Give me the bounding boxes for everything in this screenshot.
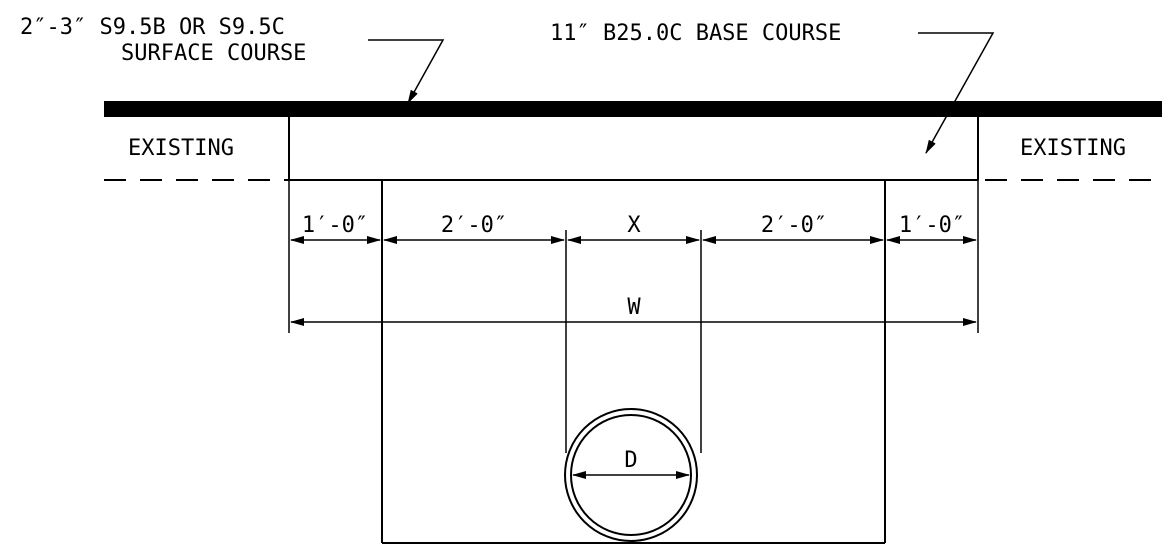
base-course-leader	[918, 32, 995, 154]
dim-right-clearance-label: 2′-0″	[761, 213, 827, 238]
existing-left-label: EXISTING	[128, 136, 234, 161]
dim-total-width-label: W	[627, 295, 641, 320]
surface-course-leader	[368, 39, 445, 104]
existing-right-label: EXISTING	[1020, 136, 1126, 161]
base-course-callout: 11″ B25.0C BASE COURSE	[550, 21, 841, 46]
surface-course-band	[104, 101, 1162, 117]
pipe-inner-wall	[570, 414, 692, 536]
pipe-diameter-label: D	[624, 448, 637, 473]
dim-pipe-width-label: X	[627, 213, 641, 238]
pipe-outer-wall	[564, 408, 698, 542]
dim-right-offset-label: 1′-0″	[899, 213, 965, 238]
dim-left-offset-label: 1′-0″	[302, 213, 368, 238]
surface-course-callout-line1: 2″-3″ S9.5B OR S9.5C	[20, 15, 285, 40]
surface-course-callout-line2: SURFACE COURSE	[121, 41, 306, 66]
dim-left-clearance-label: 2′-0″	[441, 213, 507, 238]
